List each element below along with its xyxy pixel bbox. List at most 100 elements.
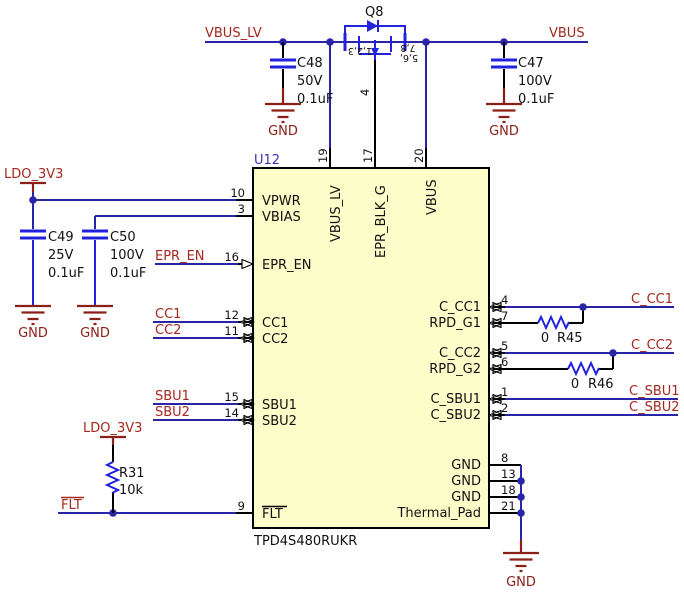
r46-zigzag bbox=[567, 360, 600, 377]
ic-part-number: TPD4S480RUKR bbox=[253, 534, 357, 549]
pin-num-8: 8 bbox=[501, 451, 508, 465]
pin-name-c-cc2: C_CC2 bbox=[439, 346, 481, 361]
c49-plates bbox=[20, 229, 46, 240]
ground-right[interactable]: GND bbox=[501, 540, 541, 590]
q8-substrate-arrow bbox=[371, 48, 379, 56]
c50-voltage: 100V bbox=[110, 248, 144, 263]
q8-designator: Q8 bbox=[365, 5, 384, 20]
capacitor-c48[interactable]: C48 50V 0.1uF GND bbox=[263, 42, 333, 139]
pin-num-13: 13 bbox=[501, 467, 516, 481]
net-labels: VBUS_LV VBUS EPR_EN CC1 CC2 SBU1 SBU2 FL… bbox=[61, 26, 680, 513]
capacitor-c50[interactable]: C50 100V 0.1uF GND bbox=[75, 216, 146, 341]
net-label-ldo-3v3-bottom: LDO_3V3 bbox=[83, 421, 142, 436]
r31-value: 10k bbox=[119, 483, 144, 498]
pin-name-vbus: VBUS bbox=[425, 179, 440, 215]
pin-num-10: 10 bbox=[230, 186, 245, 200]
wires-gnd-pins bbox=[489, 464, 521, 514]
transistor-q8[interactable]: Q8 1,2,3 7,8 5,6, 4 bbox=[343, 5, 418, 96]
pin-num-15: 15 bbox=[224, 390, 239, 404]
ground-icon bbox=[75, 304, 115, 326]
ground-icon bbox=[501, 551, 541, 573]
net-label-c-sbu2[interactable]: C_SBU2 bbox=[629, 400, 680, 415]
c48-designator: C48 bbox=[297, 56, 323, 71]
q8-pins-right-bottom-label: 5,6, bbox=[400, 52, 418, 63]
r45-zigzag bbox=[537, 314, 570, 331]
net-label-vbus[interactable]: VBUS bbox=[549, 26, 585, 41]
pin-name-gnd-13: GND bbox=[451, 474, 481, 489]
pin-num-9: 9 bbox=[238, 499, 245, 513]
gnd-label-c50: GND bbox=[80, 326, 110, 341]
pin-num-17: 17 bbox=[361, 148, 375, 163]
power-port-ldo-3v3-bottom[interactable]: LDO_3V3 bbox=[83, 421, 142, 445]
pin-name-cc2: CC2 bbox=[262, 332, 288, 347]
q8-pins-right-top-label: 7,8 bbox=[400, 42, 415, 53]
pin-name-cc1: CC1 bbox=[262, 316, 288, 331]
pin-num-20: 20 bbox=[412, 148, 426, 163]
net-label-cc2[interactable]: CC2 bbox=[155, 323, 181, 338]
pin-name-thermal-pad: Thermal_Pad bbox=[396, 506, 481, 521]
pin-name-sbu1: SBU1 bbox=[262, 398, 297, 413]
pin-name-c-sbu2: C_SBU2 bbox=[430, 408, 481, 423]
capacitor-c49[interactable]: C49 25V 0.1uF GND bbox=[13, 200, 84, 341]
resistor-r31[interactable]: R31 10k bbox=[104, 445, 145, 513]
power-bar-icon bbox=[20, 181, 46, 192]
c47-voltage: 100V bbox=[518, 74, 552, 89]
c50-plates bbox=[82, 229, 108, 240]
pin-num-1: 1 bbox=[501, 385, 508, 399]
net-label-c-cc2[interactable]: C_CC2 bbox=[631, 338, 673, 353]
net-label-vbus-lv[interactable]: VBUS_LV bbox=[205, 26, 262, 41]
pin-name-gnd-8: GND bbox=[451, 458, 481, 473]
net-label-sbu1[interactable]: SBU1 bbox=[155, 389, 190, 404]
pin-name-sbu2: SBU2 bbox=[262, 414, 297, 429]
c49-designator: C49 bbox=[48, 230, 74, 245]
net-label-cc1[interactable]: CC1 bbox=[155, 307, 181, 322]
c50-value: 0.1uF bbox=[110, 266, 146, 281]
pin-num-19: 19 bbox=[316, 148, 330, 163]
gnd-label-c47: GND bbox=[489, 124, 519, 139]
r31-designator: R31 bbox=[119, 466, 145, 481]
q8-channel bbox=[358, 36, 392, 60]
c49-voltage: 25V bbox=[48, 248, 74, 263]
net-label-ldo-3v3-top: LDO_3V3 bbox=[4, 167, 63, 182]
c47-value: 0.1uF bbox=[518, 92, 554, 107]
pin-num-18: 18 bbox=[501, 483, 516, 497]
pin-num-5: 5 bbox=[501, 339, 508, 353]
r46-value: 0 bbox=[571, 377, 579, 392]
capacitor-c47[interactable]: C47 100V 0.1uF GND bbox=[484, 42, 554, 139]
ground-icon bbox=[484, 102, 524, 124]
pin-name-gnd-18: GND bbox=[451, 490, 481, 505]
gnd-label-c49: GND bbox=[18, 326, 48, 341]
net-label-flt[interactable]: FLT bbox=[61, 498, 82, 513]
pin-num-6: 6 bbox=[501, 355, 508, 369]
pin-name-c-sbu1: C_SBU1 bbox=[430, 392, 481, 407]
resistor-r45[interactable]: 0 R45 bbox=[537, 314, 583, 346]
gnd-label-right: GND bbox=[506, 575, 536, 590]
c47-plates bbox=[491, 58, 517, 69]
pin-name-vbias: VBIAS bbox=[262, 210, 301, 225]
pin-name-vbus-lv: VBUS_LV bbox=[329, 185, 344, 242]
ground-icon bbox=[13, 304, 53, 326]
ic-u12[interactable]: U12 TPD4S480RUKR VPWR VBIAS EPR_EN CC1 C… bbox=[224, 148, 515, 549]
pin-num-16: 16 bbox=[224, 250, 239, 264]
ic-body[interactable] bbox=[252, 167, 490, 529]
resistor-r46[interactable]: 0 R46 bbox=[567, 360, 614, 392]
r46-designator: R46 bbox=[588, 377, 614, 392]
pin-num-14: 14 bbox=[224, 406, 239, 420]
power-bar-icon bbox=[100, 435, 126, 445]
pin-num-12: 12 bbox=[224, 308, 239, 322]
pin-name-c-cc1: C_CC1 bbox=[439, 300, 481, 315]
power-port-ldo-3v3-top[interactable]: LDO_3V3 bbox=[4, 167, 63, 200]
pin-name-epr-en: EPR_EN bbox=[262, 258, 312, 273]
net-label-c-sbu1[interactable]: C_SBU1 bbox=[629, 384, 680, 399]
q8-gate-pin-label: 4 bbox=[358, 89, 372, 96]
q8-diode-icon bbox=[367, 20, 378, 32]
net-label-sbu2[interactable]: SBU2 bbox=[155, 405, 190, 420]
c50-designator: C50 bbox=[110, 230, 136, 245]
pin-name-epr-blk-g: EPR_BLK_G bbox=[374, 185, 389, 258]
net-label-epr-en[interactable]: EPR_EN bbox=[155, 249, 205, 264]
net-label-c-cc1[interactable]: C_CC1 bbox=[631, 292, 673, 307]
c47-designator: C47 bbox=[518, 56, 544, 71]
ground-icon bbox=[263, 102, 303, 124]
pin-name-rpd-g1: RPD_G1 bbox=[429, 316, 481, 331]
